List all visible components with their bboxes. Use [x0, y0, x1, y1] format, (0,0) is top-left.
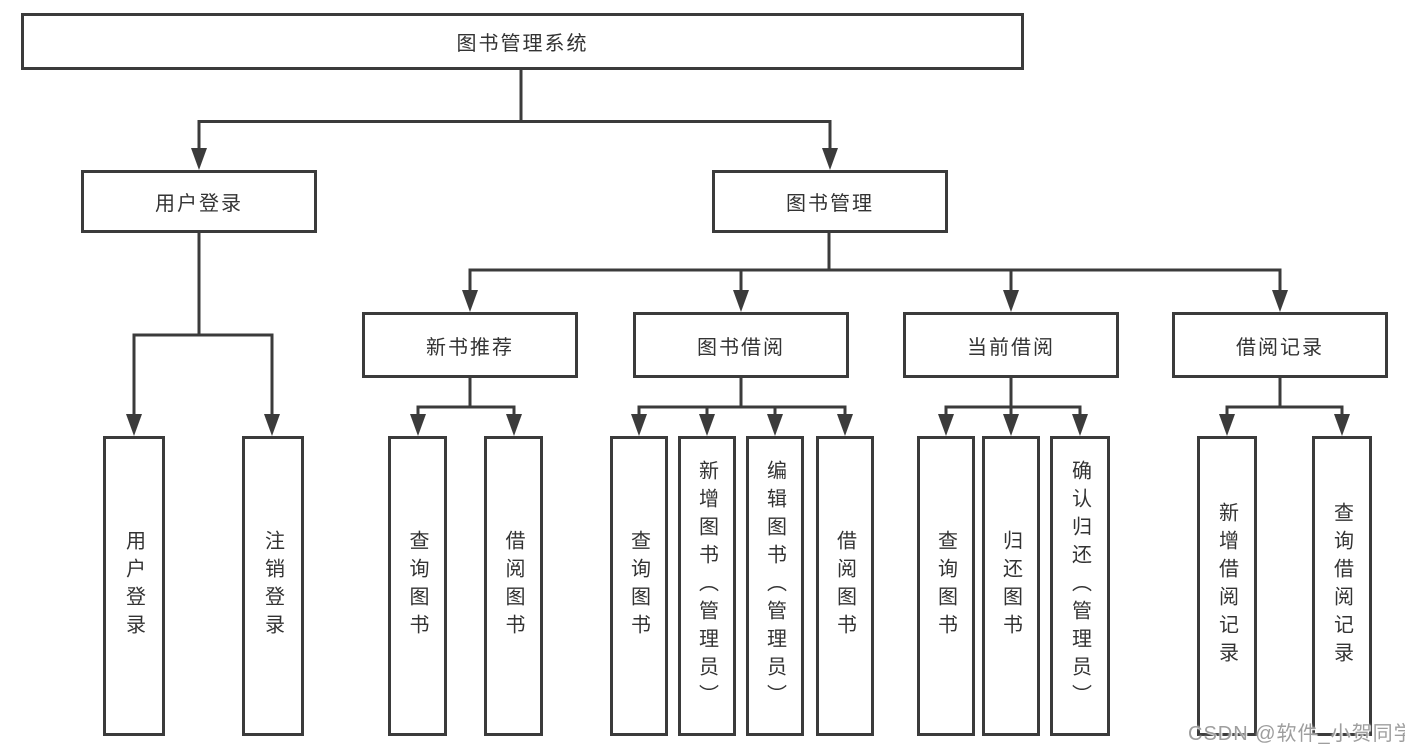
arrowhead	[1072, 414, 1088, 436]
leaf-query-books-recommend: 查询图书	[388, 436, 447, 736]
leaf-user-login: 用户登录	[103, 436, 165, 736]
leaf-query-books-current: 查询图书	[917, 436, 975, 736]
arrowhead	[767, 414, 783, 436]
arrowhead	[462, 290, 478, 312]
arrowhead	[410, 414, 426, 436]
leaf-add-books-admin: 新增图书（管理员）	[678, 436, 736, 736]
leaf-edit-books-admin: 编辑图书（管理员）	[746, 436, 804, 736]
node-new-book-recommend: 新书推荐	[362, 312, 578, 378]
node-borrowing-records: 借阅记录	[1172, 312, 1388, 378]
arrowhead	[1219, 414, 1235, 436]
node-current-borrowing: 当前借阅	[903, 312, 1119, 378]
arrowhead	[822, 148, 838, 170]
leaf-logout: 注销登录	[242, 436, 304, 736]
node-book-management: 图书管理	[712, 170, 948, 233]
leaf-query-books-borrowing: 查询图书	[610, 436, 668, 736]
arrowhead	[699, 414, 715, 436]
leaf-borrow-books-recommend: 借阅图书	[484, 436, 543, 736]
leaf-confirm-return-admin: 确认归还（管理员）	[1050, 436, 1110, 736]
leaf-query-borrow-record: 查询借阅记录	[1312, 436, 1372, 736]
leaf-borrow-books-borrowing: 借阅图书	[816, 436, 874, 736]
arrowhead	[938, 414, 954, 436]
arrowhead	[631, 414, 647, 436]
arrowhead	[264, 414, 280, 436]
node-book-borrowing: 图书借阅	[633, 312, 849, 378]
node-library-system: 图书管理系统	[21, 13, 1024, 70]
node-user-login: 用户登录	[81, 170, 317, 233]
arrowhead	[191, 148, 207, 170]
watermark: CSDN @软件_小贺同学	[1188, 723, 1405, 745]
arrowhead	[126, 414, 142, 436]
leaf-return-books: 归还图书	[982, 436, 1040, 736]
arrowhead	[1334, 414, 1350, 436]
arrowhead	[506, 414, 522, 436]
arrowhead	[1272, 290, 1288, 312]
arrowhead	[1003, 290, 1019, 312]
arrowhead	[733, 290, 749, 312]
leaf-add-borrow-record: 新增借阅记录	[1197, 436, 1257, 736]
arrowhead	[837, 414, 853, 436]
arrowhead	[1003, 414, 1019, 436]
